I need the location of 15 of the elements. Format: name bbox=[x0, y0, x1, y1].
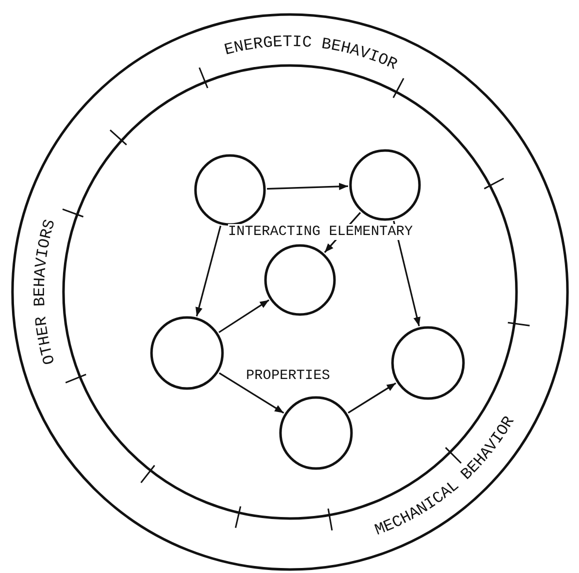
arrow bbox=[324, 212, 361, 253]
arrow bbox=[348, 382, 396, 414]
property-circle bbox=[349, 149, 421, 221]
property-circle bbox=[391, 326, 465, 400]
property-circle bbox=[150, 316, 224, 390]
property-circle bbox=[264, 244, 336, 316]
arrow bbox=[218, 299, 270, 334]
property-circle bbox=[194, 154, 266, 226]
arrow bbox=[392, 220, 420, 326]
arrow bbox=[196, 226, 222, 316]
arrow bbox=[266, 182, 348, 190]
property-circle bbox=[279, 396, 353, 470]
outer-ring bbox=[11, 13, 569, 571]
arrow bbox=[218, 372, 284, 414]
center-label: INTERACTING ELEMENTARY bbox=[228, 224, 413, 240]
